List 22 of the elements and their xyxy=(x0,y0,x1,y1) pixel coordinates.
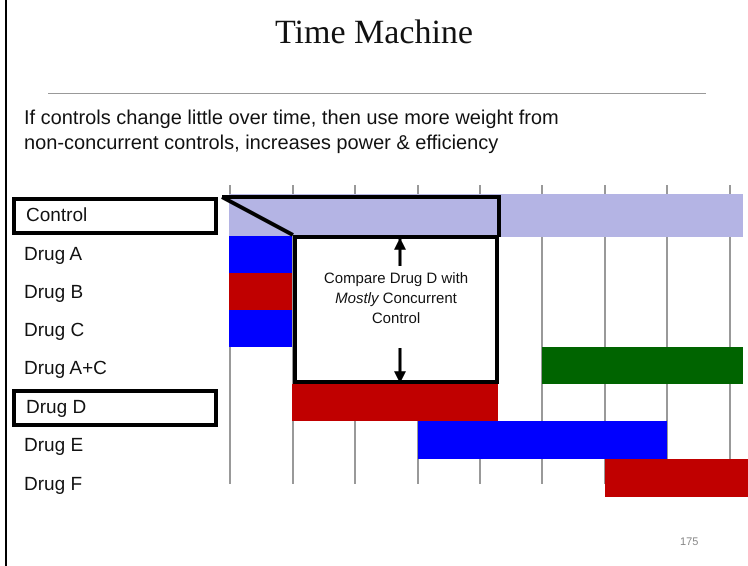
timeline-bar xyxy=(229,310,292,347)
slide-title: Time Machine xyxy=(274,14,474,52)
timeline-bar xyxy=(229,236,292,273)
note-text: If controls change little over time, then use more weight from non-concurrent controls, increases power & efficiency xyxy=(24,106,560,156)
timeline-bar xyxy=(605,459,748,497)
page-number: 175 xyxy=(680,536,698,548)
callout-box xyxy=(293,235,499,384)
timeline-bar xyxy=(542,347,743,384)
callout-text: Compare Drug D with Mostly Concurrent Control xyxy=(322,269,470,329)
arrow xyxy=(394,238,406,266)
timeline-bar xyxy=(229,194,743,237)
timeline-bar xyxy=(229,273,292,310)
row-label: Drug C xyxy=(12,313,212,349)
row-label: Drug F xyxy=(12,467,212,503)
highlighted-row-label: Drug D xyxy=(12,389,218,427)
timeline-bar xyxy=(292,384,498,421)
row-label: Drug B xyxy=(12,275,212,311)
row-label: Drug A xyxy=(12,237,212,273)
row-label: Drug A+C xyxy=(12,351,212,387)
highlighted-row-label: Control xyxy=(12,197,218,235)
row-label: Drug E xyxy=(12,428,212,464)
timeline-bar xyxy=(418,421,667,459)
